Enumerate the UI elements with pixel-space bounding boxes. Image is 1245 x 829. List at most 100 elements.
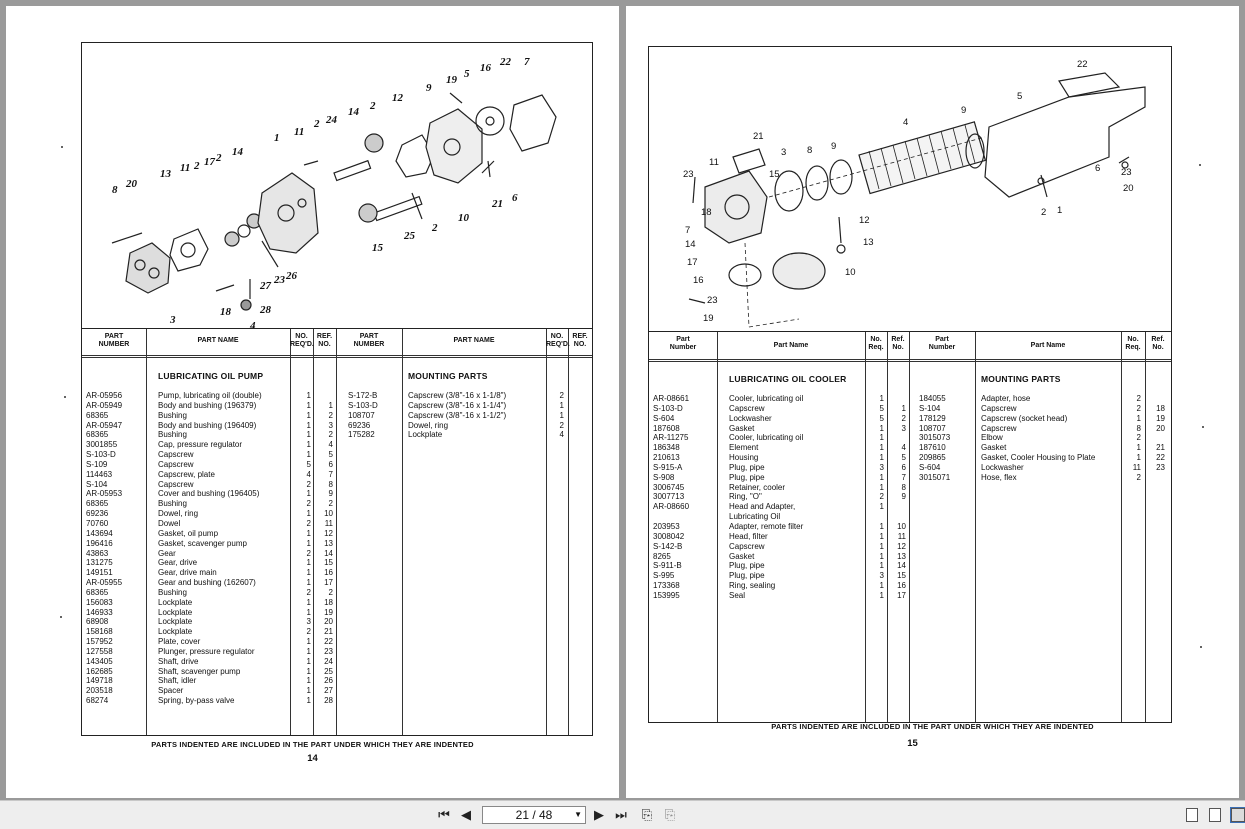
quantity-cell: 5 — [879, 403, 884, 413]
part-name-cell: Capscrew (3/8"-16 x 1-1/8") — [408, 391, 507, 400]
callout-label: 23 — [683, 169, 694, 180]
ref-number-cell: 4 — [328, 440, 333, 450]
ref-number-cell: 10 — [897, 521, 906, 531]
part-name-cell: Plug, pipe — [729, 561, 765, 571]
part-number-cell: 184055 — [919, 394, 946, 403]
part-number-cell: 149151 — [86, 568, 113, 578]
callout-label: 13 — [160, 168, 172, 180]
quantity-cell: 1 — [1136, 443, 1141, 453]
section-title-mounting-parts: MOUNTING PARTS — [981, 374, 1061, 384]
callout-label: 14 — [348, 106, 360, 118]
quantity-cell: 1 — [306, 656, 311, 666]
part-number-cell: 156083 — [86, 597, 113, 607]
indent-footnote: PARTS INDENTED ARE INCLUDED IN THE PART … — [771, 722, 1094, 731]
ref-number-cell: 11 — [897, 531, 906, 541]
next-page-icon[interactable]: ▶ — [594, 807, 604, 822]
ref-number-cell: 2 — [328, 587, 333, 597]
part-number-cell: 127558 — [86, 646, 113, 656]
callout-label: 4 — [903, 117, 908, 128]
quantity-cell: 1 — [879, 581, 884, 591]
quantity-cell: 2 — [559, 420, 564, 430]
part-number-cell: 3015073 — [919, 433, 951, 443]
callout-label: 8 — [807, 145, 812, 156]
part-name-cell: Gear — [158, 548, 176, 558]
callout-label: 17 — [687, 257, 698, 268]
quantity-cell: 1 — [306, 538, 311, 548]
quantity-cell: 8 — [1136, 423, 1141, 433]
part-name-cell: Capscrew (3/8"-16 x 1-1/4") — [408, 400, 507, 410]
last-page-icon[interactable]: ⏭ — [615, 807, 627, 822]
quantity-cell: 1 — [879, 561, 884, 571]
quantity-cell: 1 — [879, 551, 884, 561]
quantity-cell: 1 — [306, 597, 311, 607]
part-name-cell: Capscrew — [158, 479, 194, 489]
page-forward-icon[interactable]: ⎘ — [664, 807, 676, 822]
part-name-cell: Gasket — [981, 443, 1007, 453]
part-name-cell: Plug, pipe — [729, 472, 765, 482]
quantity-cell: 1 — [306, 430, 311, 440]
prev-page-icon[interactable]: ◀ — [461, 807, 471, 822]
part-name-cell: Gasket — [729, 551, 755, 561]
part-number-cell: 68908 — [86, 617, 109, 627]
ref-number-cell: 14 — [897, 561, 906, 571]
part-name-cell: Dowel, ring — [408, 420, 449, 430]
part-number-cell: AR-05949 — [86, 400, 123, 410]
two-page-view-icon[interactable] — [1230, 807, 1245, 823]
part-number-cell: S-604 — [653, 413, 675, 423]
quantity-cell: 1 — [879, 541, 884, 551]
part-number-cell: 203953 — [653, 521, 680, 531]
part-number-cell: 3008042 — [653, 531, 685, 541]
ref-number-cell: 8 — [901, 482, 906, 492]
part-name-cell: Lubricating Oil — [729, 512, 781, 522]
callout-label: 10 — [845, 267, 856, 278]
part-number-cell: AR-05947 — [86, 420, 123, 430]
single-page-view-icon[interactable] — [1186, 808, 1198, 822]
first-page-icon[interactable]: ⏮ — [438, 807, 450, 822]
part-number-cell: 196416 — [86, 538, 113, 548]
column-header-part-number: PART NUMBER — [98, 333, 130, 348]
part-name-cell: Pump, lubricating oil (double) — [158, 391, 262, 400]
ref-number-cell: 7 — [901, 472, 906, 482]
column-header-no-reqd: NO. REQ'D. — [290, 333, 314, 348]
part-number-cell: 153995 — [653, 590, 680, 600]
quantity-cell: 11 — [1132, 462, 1141, 472]
callout-label: 24 — [325, 114, 338, 126]
scan-speck — [60, 616, 62, 618]
callout-label: 9 — [961, 105, 966, 116]
quantity-cell: 1 — [879, 433, 884, 443]
ref-number-cell: 2 — [901, 413, 906, 423]
ref-number-cell: 20 — [324, 617, 333, 627]
quantity-cell: 2 — [1136, 394, 1141, 403]
quantity-cell: 1 — [306, 676, 311, 686]
page-number-select[interactable]: 21 / 48 ▼ — [482, 806, 586, 824]
part-name-cell: Gasket, oil pump — [158, 528, 219, 538]
page-back-icon[interactable]: ⎘ — [641, 807, 653, 822]
callout-label: 2 — [369, 100, 376, 112]
part-number-cell: 209865 — [919, 453, 946, 463]
continuous-view-icon[interactable] — [1209, 808, 1221, 822]
ref-number-cell: 2 — [328, 410, 333, 420]
column-header-part-name: PART NAME — [197, 337, 239, 344]
part-name-cell: Plunger, pressure regulator — [158, 646, 255, 656]
quantity-cell: 2 — [1136, 433, 1141, 443]
quantity-cell: 1 — [306, 637, 311, 647]
callout-label: 1 — [1057, 205, 1062, 216]
callout-label: 6 — [512, 192, 518, 204]
